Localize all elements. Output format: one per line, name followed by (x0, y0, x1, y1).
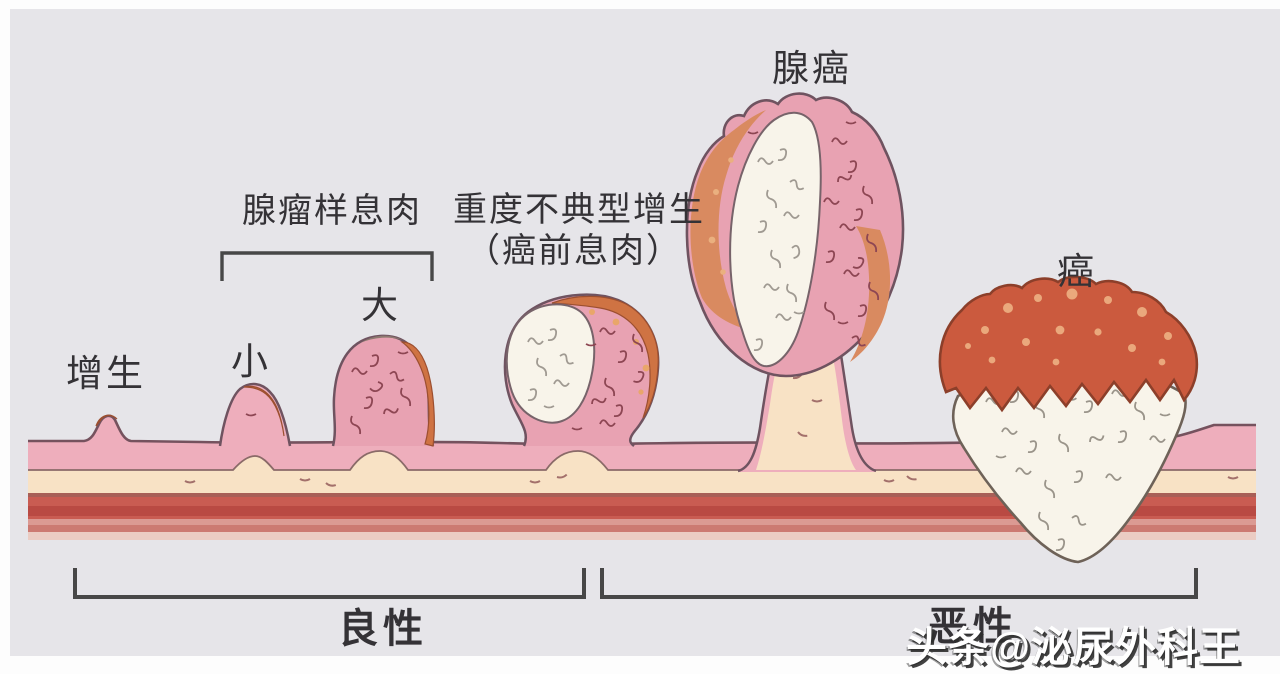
label-small: 小 (231, 342, 271, 383)
small-adenomatous-polyp (218, 382, 292, 447)
severe-dysplasia-polyp (503, 293, 660, 447)
label-large: 大 (361, 286, 401, 327)
malignant-bracket (600, 568, 1198, 599)
invasive-carcinoma (938, 275, 1199, 564)
annotation-brackets (73, 251, 1198, 599)
hyperplasia-bump (95, 414, 118, 427)
frame-left (0, 0, 10, 674)
adenocarcinoma-polyp (685, 92, 905, 473)
label-hyperplasia: 增生 (66, 354, 146, 395)
frame-bottom (0, 656, 1280, 674)
label-carcinoma: 癌 (1057, 252, 1097, 293)
frame-top (0, 0, 1280, 9)
watermark: 头条@泌尿外科王医生 (906, 624, 1241, 670)
label-benign: 良性 (338, 606, 428, 651)
large-adenomatous-polyp (331, 334, 435, 447)
label-malignant: 恶性 (928, 604, 1018, 649)
label-severe-dysplasia: 重度不典型增生 (453, 192, 705, 229)
intestinal-wall (28, 414, 1256, 540)
adenomatous-bracket (220, 251, 434, 281)
label-adenocarcinoma: 腺癌 (772, 49, 852, 90)
label-precancerous-polyp: （癌前息肉） (466, 233, 682, 270)
benign-bracket (73, 568, 586, 599)
label-adenomatous-polyp: 腺瘤样息肉 (242, 193, 422, 230)
